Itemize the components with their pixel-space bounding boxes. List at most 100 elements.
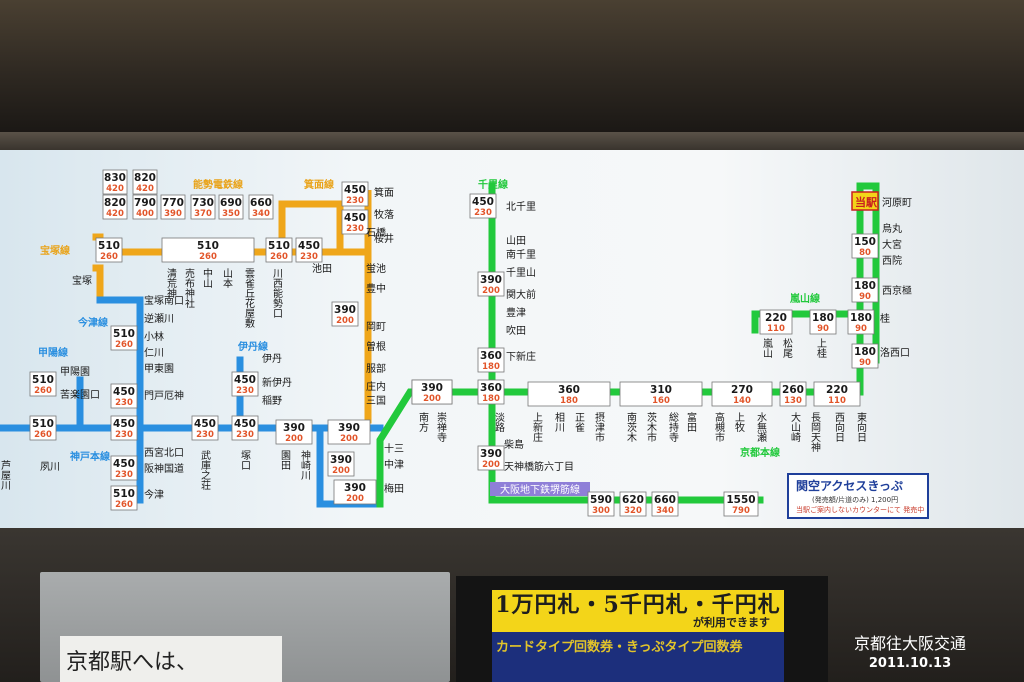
fare-adult: 220 bbox=[765, 312, 787, 324]
current-station-label: 当駅 bbox=[855, 195, 877, 209]
fare-child: 260 bbox=[115, 340, 133, 350]
fare-box-frame bbox=[851, 233, 879, 259]
fare-box-frame bbox=[95, 237, 123, 263]
station-name: 関大前 bbox=[506, 288, 536, 301]
station-name: 相川 bbox=[553, 411, 565, 432]
subway-line: 大阪地下鉄堺筋線 bbox=[490, 482, 590, 496]
fare-child: 350 bbox=[222, 209, 240, 219]
fare-box-frame bbox=[110, 485, 138, 511]
station-name: 西宮北口 bbox=[144, 446, 184, 459]
station-name: 天神橋筋六丁目 bbox=[504, 460, 574, 473]
fare-adult: 510 bbox=[268, 240, 290, 252]
station-name: 門戸厄神 bbox=[144, 389, 184, 402]
card-sign-text: カードタイプ回数券・きっぷタイプ回数券 bbox=[496, 640, 743, 655]
kansai-ticket-note: 当駅ご案内しないカウンターにて 発売中 bbox=[796, 505, 924, 514]
station-name: 中津 bbox=[384, 458, 404, 471]
fare-box-frame bbox=[851, 277, 879, 303]
station-name: 雲雀丘花屋敷 bbox=[243, 268, 255, 329]
imazu-line-label: 今津線 bbox=[77, 316, 108, 329]
fare-adult: 450 bbox=[344, 212, 366, 224]
station-name: 曽根 bbox=[366, 340, 386, 353]
station-name: 十三 bbox=[384, 442, 404, 455]
station-name: 下新庄 bbox=[506, 350, 536, 363]
station-name: 塚口 bbox=[239, 450, 251, 470]
caption-text: 京都往大阪交通 bbox=[853, 634, 966, 653]
station-name: 箕面 bbox=[374, 186, 394, 199]
fare-box-frame bbox=[231, 371, 259, 397]
station-name: 梅田 bbox=[384, 482, 404, 495]
kobe-line-label: 神戸本線 bbox=[70, 450, 110, 463]
kyoto-main-path bbox=[376, 182, 880, 508]
fare-child: 130 bbox=[784, 396, 802, 406]
station-name: 池田 bbox=[312, 262, 332, 275]
fare-child: 200 bbox=[482, 286, 500, 296]
fare-child: 420 bbox=[136, 184, 154, 194]
subway-band bbox=[490, 482, 590, 496]
mino-line-label: 箕面線 bbox=[303, 178, 334, 191]
fare-child: 90 bbox=[817, 324, 829, 334]
station-name: 伊丹 bbox=[262, 353, 282, 365]
station-name: 桂 bbox=[880, 312, 890, 325]
station-name: 宝塚南口 bbox=[144, 294, 184, 307]
fare-child: 340 bbox=[252, 209, 270, 219]
fare-adult: 1550 bbox=[726, 494, 755, 506]
fare-adult: 450 bbox=[113, 458, 135, 470]
fare-adult: 790 bbox=[134, 197, 156, 209]
fare-adult: 510 bbox=[98, 240, 120, 252]
station-name: 稲野 bbox=[262, 395, 282, 407]
fare-box-frame bbox=[341, 209, 369, 235]
fare-child: 90 bbox=[859, 292, 871, 302]
station-name: 上新庄 bbox=[531, 412, 543, 443]
fare-adult: 180 bbox=[850, 312, 872, 324]
station-name: 崇禅寺 bbox=[435, 412, 447, 442]
fare-adult: 310 bbox=[650, 384, 672, 396]
fare-adult: 390 bbox=[344, 482, 366, 494]
caption-date: 2011.10.13 bbox=[868, 656, 952, 671]
station-name: 南千里 bbox=[506, 248, 536, 261]
station-name: 南茨木 bbox=[625, 411, 637, 443]
station-name: 富田 bbox=[685, 411, 697, 432]
fare-child: 230 bbox=[300, 252, 318, 262]
fare-adult: 390 bbox=[338, 422, 360, 434]
station-name: 松尾 bbox=[781, 337, 793, 359]
station-name: 茨木市 bbox=[645, 411, 657, 443]
fare-box-frame bbox=[160, 194, 186, 220]
fare-box-frame bbox=[847, 309, 875, 335]
fare-box-frame bbox=[813, 381, 861, 407]
takarazuka-line-label: 宝塚線 bbox=[40, 244, 70, 257]
kyoto-line-label: 京都本線 bbox=[740, 446, 780, 459]
card-sign: カードタイプ回数券・きっぷタイプ回数券 bbox=[492, 632, 784, 682]
station-name: 小林 bbox=[144, 330, 164, 343]
fare-child: 230 bbox=[474, 208, 492, 218]
fare-adult: 450 bbox=[298, 240, 320, 252]
station-name: 三国 bbox=[366, 395, 386, 407]
fare-child: 110 bbox=[767, 324, 785, 334]
fare-box-frame bbox=[477, 271, 505, 297]
fare-child: 200 bbox=[332, 466, 350, 476]
fare-adult: 770 bbox=[162, 197, 184, 209]
station-name: 淡路 bbox=[493, 412, 505, 433]
fare-box-frame bbox=[295, 237, 323, 263]
station-name: 長岡天神 bbox=[809, 412, 821, 453]
fare-adult: 360 bbox=[480, 350, 502, 362]
station-name: 逆瀬川 bbox=[144, 312, 174, 325]
fare-adult: 180 bbox=[854, 346, 876, 358]
fare-child: 790 bbox=[732, 506, 750, 516]
station-name: 南方 bbox=[417, 411, 429, 433]
fare-child: 300 bbox=[592, 506, 610, 516]
station-name: 柴島 bbox=[504, 438, 524, 451]
fare-adult: 590 bbox=[590, 494, 612, 506]
